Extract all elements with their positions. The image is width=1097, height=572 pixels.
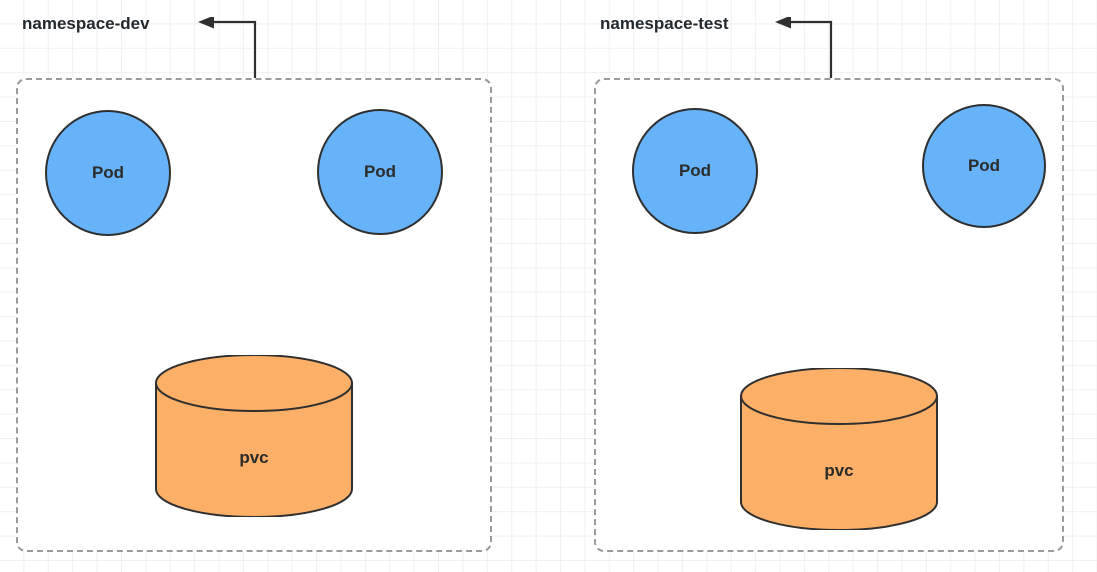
pod-label: Pod [91, 163, 125, 182]
pvc-label: pvc [239, 448, 269, 467]
pod-node[interactable]: Pod [45, 110, 171, 236]
pod-node[interactable]: Pod [317, 109, 443, 235]
pod-node[interactable]: Pod [632, 108, 758, 234]
namespace-label-test: namespace-test [600, 14, 729, 33]
namespace-callout-arrow-dev [191, 15, 262, 83]
namespace-label-dev: namespace-dev [22, 14, 150, 33]
pod-node[interactable]: Pod [922, 104, 1046, 228]
pod-label: Pod [967, 156, 1001, 175]
pvc-cylinder[interactable]: pvc [740, 368, 938, 530]
namespace-callout-arrow-test [768, 15, 838, 83]
pvc-label: pvc [824, 461, 854, 480]
pod-label: Pod [363, 162, 397, 181]
pvc-cylinder[interactable]: pvc [155, 355, 353, 517]
pod-label: Pod [678, 161, 712, 180]
